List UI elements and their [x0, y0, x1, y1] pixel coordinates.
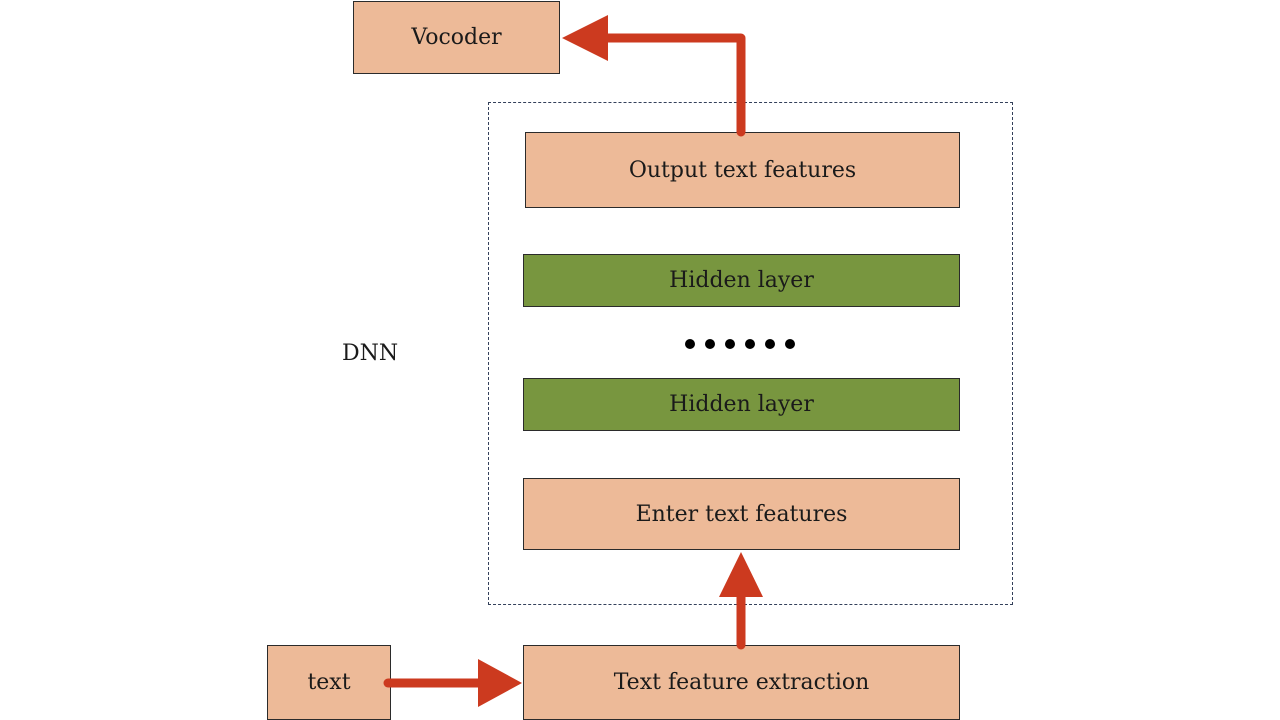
dnn-group-label: DNN: [342, 341, 399, 366]
dot-icon: [785, 339, 795, 349]
dot-icon: [725, 339, 735, 349]
hidden-layer-top-label: Hidden layer: [669, 268, 814, 293]
ellipsis-dots: ••••••: [685, 339, 795, 349]
text-input-label: text: [307, 670, 351, 695]
vocoder-label: Vocoder: [411, 25, 502, 50]
hidden-layer-bottom-label: Hidden layer: [669, 392, 814, 417]
hidden-layer-top-box: Hidden layer: [523, 254, 960, 307]
text-feature-extraction-label: Text feature extraction: [613, 670, 870, 695]
hidden-layer-bottom-box: Hidden layer: [523, 378, 960, 431]
enter-text-features-box: Enter text features: [523, 478, 960, 550]
arrow-icon: [383, 659, 522, 707]
dot-icon: [745, 339, 755, 349]
enter-text-features-label: Enter text features: [635, 501, 848, 527]
text-feature-extraction-box: Text feature extraction: [523, 645, 960, 720]
output-text-features-box: Output text features: [525, 132, 960, 208]
output-text-features-label: Output text features: [628, 157, 857, 183]
dot-icon: [765, 339, 775, 349]
dot-icon: [705, 339, 715, 349]
dnn-group-frame: [488, 102, 1013, 605]
text-input-box: text: [267, 645, 391, 720]
dot-icon: [685, 339, 695, 349]
vocoder-box: Vocoder: [353, 1, 560, 74]
